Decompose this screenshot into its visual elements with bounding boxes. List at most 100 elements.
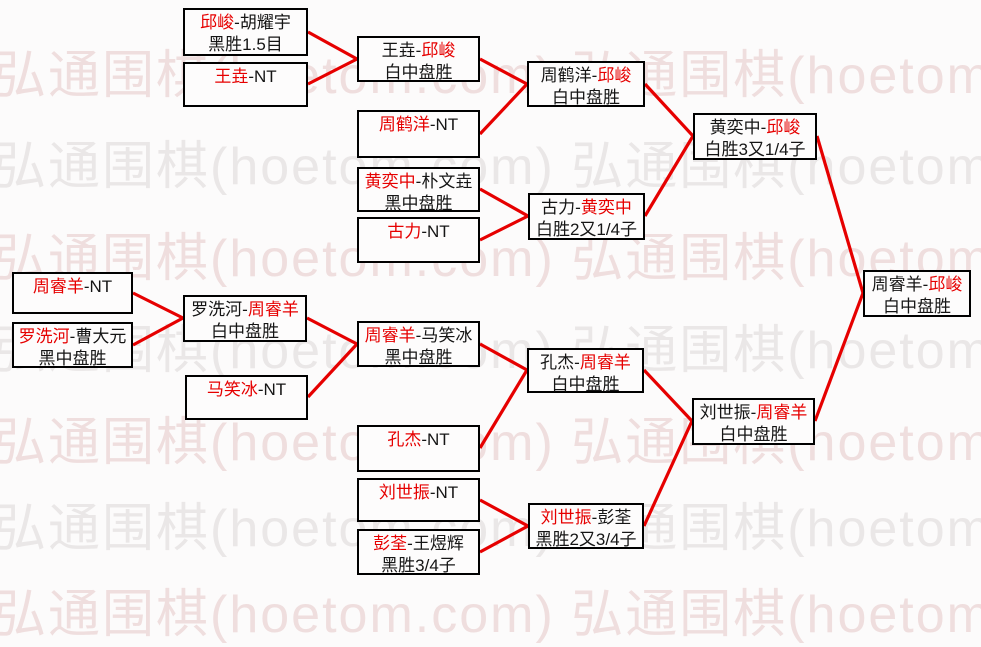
winner-name: 周睿羊 (579, 353, 631, 372)
winner-name: 周睿羊 (756, 403, 808, 422)
match-box-zhouruiyang-vs-maxiaobing: 周睿羊-马笑冰 黑中盘胜 (357, 321, 480, 367)
match-players: 古力-黄奕中 (541, 198, 632, 217)
winner-name: 王垚 (214, 67, 249, 86)
match-result: 白中盘胜 (552, 88, 620, 107)
match-box-wangyao-vs-qiujun: 王垚-邱峻 白中盘胜 (357, 36, 480, 82)
match-box-zhouheyang-bye: 周鹤洋-NT (357, 110, 480, 158)
bracket-line (642, 368, 694, 423)
bracket-line (643, 82, 695, 138)
watermark-row: 弘通围棋(hoetom.com) 弘通围棋(hoetom.com) (0, 138, 981, 196)
winner-name: 孔杰 (387, 430, 422, 449)
winner-name: 周睿羊 (32, 277, 84, 296)
bracket-lines-layer (132, 30, 865, 554)
match-box-final-zhouruiyang-vs-qiujun: 周睿羊-邱峻 白中盘胜 (863, 270, 971, 317)
bracket-line (479, 57, 528, 86)
match-players: 邱峻-胡耀宇 (200, 13, 291, 32)
match-result: 白胜2又1/4子 (535, 220, 638, 239)
match-result: 白胜3又1/4子 (704, 140, 806, 159)
bracket-line (132, 291, 184, 320)
match-box-kongjie-vs-zhouruiyang: 孔杰-周睿羊 白中盘胜 (527, 348, 644, 394)
bracket-line (479, 214, 529, 242)
bracket-line (479, 524, 529, 554)
match-players: 古力-NT (387, 222, 450, 241)
bracket-line (307, 57, 358, 86)
match-players: 周睿羊-NT (32, 277, 113, 296)
match-players: 罗洗河-周睿羊 (191, 300, 299, 319)
winner-name: 黄奕中 (580, 198, 632, 217)
match-result: 黑中盘胜 (384, 348, 453, 367)
match-box-guli-vs-huangyizhong: 古力-黄奕中 白胜2又1/4子 (528, 193, 645, 240)
winner-name: 罗洗河 (18, 327, 70, 346)
match-box-kongjie-bye: 孔杰-NT (357, 425, 480, 472)
match-box-wangyao-bye: 王垚-NT (183, 62, 308, 107)
watermark-row: 弘通围棋(hoetom.com) 弘通围棋(hoetom.com) (0, 500, 981, 558)
bracket-line (478, 369, 529, 449)
match-players: 周鹤洋-邱峻 (540, 66, 632, 85)
bracket-line (813, 292, 865, 422)
match-players: 周睿羊-邱峻 (871, 275, 963, 294)
bracket-line (643, 135, 695, 217)
bracket-line (132, 316, 184, 347)
match-box-luoxihe-vs-caodayuan: 罗洗河-曹大元 黑中盘胜 (12, 322, 133, 368)
match-result: 白中盘胜 (384, 63, 453, 82)
winner-name: 周睿羊 (247, 300, 299, 319)
winner-name: 马笑冰 (206, 380, 258, 399)
match-box-liushizhen-bye: 刘世振-NT (357, 478, 480, 522)
winner-name: 邱峻 (928, 275, 963, 294)
bracket-line (306, 316, 358, 346)
match-box-liushizhen-vs-pengquan: 刘世振-彭荃 黑胜2又3/4子 (528, 503, 644, 549)
match-box-huangyizhong-vs-piaowenyao: 黄奕中-朴文垚 黑中盘胜 (357, 167, 480, 213)
match-box-liushizhen-vs-zhouruiyang: 刘世振-周睿羊 白中盘胜 (692, 398, 815, 445)
match-box-huangyizhong-vs-qiujun: 黄奕中-邱峻 白胜3又1/4子 (693, 113, 817, 160)
match-players: 马笑冰-NT (206, 380, 287, 399)
bracket-line (815, 135, 865, 294)
bracket-line (478, 82, 529, 136)
match-players: 孔杰-NT (387, 430, 450, 449)
match-box-zhouruiyang-bye: 周睿羊-NT (12, 272, 133, 314)
match-players: 周鹤洋-NT (378, 115, 459, 134)
bracket-line (479, 498, 529, 528)
match-players: 刘世振-彭荃 (540, 508, 632, 527)
watermark-row: 弘通围棋(hoetom.com) 弘通围棋(hoetom.com) (0, 230, 981, 288)
winner-name: 彭荃 (373, 534, 408, 553)
winner-name: 邱峻 (200, 13, 235, 32)
match-players: 彭荃-王煜辉 (373, 534, 464, 553)
bracket-line (479, 342, 528, 372)
match-result: 黑中盘胜 (38, 349, 107, 368)
bracket-line (479, 187, 529, 218)
match-box-maxiaobing-bye: 马笑冰-NT (185, 375, 308, 420)
winner-name: 周睿羊 (364, 326, 416, 345)
watermark-row: 弘通围棋(hoetom.com) 弘通围棋(hoetom.com) (0, 414, 981, 472)
winner-name: 邱峻 (421, 41, 456, 60)
winner-name: 黄奕中 (364, 172, 416, 191)
match-result: 白中盘胜 (551, 375, 620, 394)
match-result: 白中盘胜 (211, 322, 279, 341)
match-box-guli-bye: 古力-NT (357, 217, 480, 263)
match-result: 白中盘胜 (719, 425, 788, 444)
winner-name: 邱峻 (766, 118, 801, 137)
match-players: 王垚-NT (214, 67, 277, 86)
match-result: 黑胜1.5目 (208, 35, 283, 54)
match-players: 黄奕中-邱峻 (709, 118, 801, 137)
bracket-page: { "watermark": { "line": "弘通围棋(hoetom.co… (0, 8, 981, 644)
match-result: 黑胜2又3/4子 (535, 530, 637, 549)
match-box-qiujun-vs-huyaoyu: 邱峻-胡耀宇 黑胜1.5目 (183, 8, 308, 56)
bracket-line (307, 30, 358, 61)
winner-name: 周鹤洋 (378, 115, 430, 134)
winner-name: 刘世振 (378, 483, 430, 502)
match-box-luoxihe-vs-zhouruiyang: 罗洗河-周睿羊 白中盘胜 (183, 295, 307, 342)
winner-name: 古力 (387, 222, 422, 241)
bracket-line (306, 342, 359, 399)
match-players: 罗洗河-曹大元 (18, 327, 127, 346)
bracket-line (642, 420, 694, 527)
match-players: 黄奕中-朴文垚 (364, 172, 473, 191)
match-result: 白中盘胜 (883, 297, 951, 316)
watermark-row: 弘通围棋(hoetom.com) 弘通围棋(hoetom.com) (0, 47, 981, 105)
winner-name: 刘世振 (540, 508, 592, 527)
match-players: 刘世振-NT (378, 483, 459, 502)
match-box-zhouheyang-vs-qiujun: 周鹤洋-邱峻 白中盘胜 (527, 61, 645, 107)
match-result: 黑胜3/4子 (381, 556, 456, 575)
match-result: 黑中盘胜 (384, 194, 453, 213)
match-players: 周睿羊-马笑冰 (364, 326, 473, 345)
match-players: 孔杰-周睿羊 (540, 353, 631, 372)
